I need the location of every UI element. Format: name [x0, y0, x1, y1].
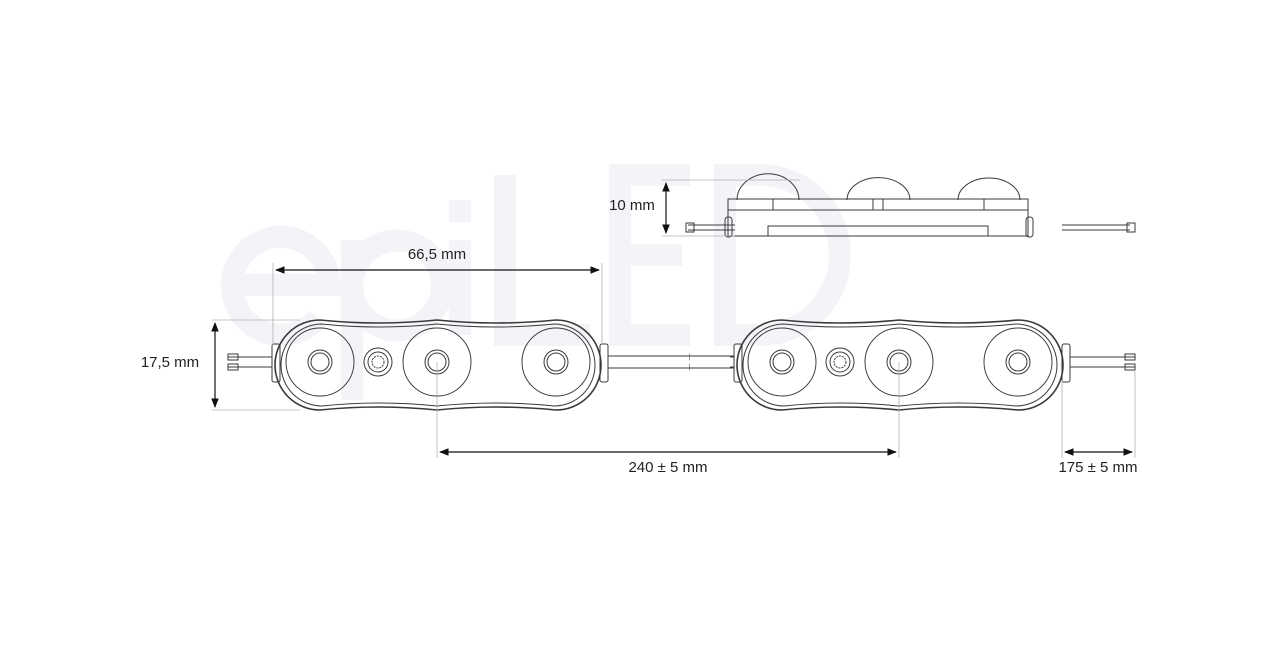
pitch-label: 240 ± 5 mm [628, 459, 707, 476]
watermark-logo [221, 164, 851, 400]
right-leads [1070, 353, 1136, 371]
lead-length-label: 175 ± 5 mm [1058, 459, 1137, 476]
module-length-label: 66,5 mm [408, 246, 466, 263]
extension-lines [212, 179, 1136, 458]
side-view [685, 173, 1136, 238]
module-width-label: 17,5 mm [141, 354, 199, 371]
module-height-label: 10 mm [609, 197, 655, 214]
